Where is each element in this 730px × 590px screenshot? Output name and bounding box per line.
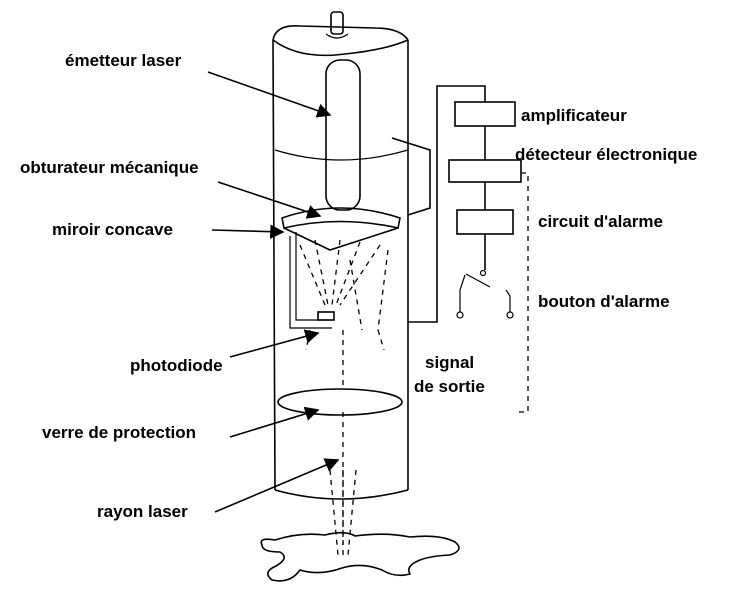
label-photodiode: photodiode xyxy=(130,356,223,375)
label-detector: détecteur électronique xyxy=(515,145,698,164)
label-glass: verre de protection xyxy=(42,423,196,442)
photodiode-element xyxy=(317,311,335,321)
target-surface xyxy=(260,531,460,582)
label-alarm-circuit: circuit d'alarme xyxy=(538,212,663,231)
laser-emitter-tube xyxy=(325,59,361,211)
protective-glass xyxy=(277,388,403,416)
label-signal-line1: signal xyxy=(425,353,475,372)
mirror-assembly xyxy=(281,207,401,329)
side-box xyxy=(391,137,431,216)
label-beam: rayon laser xyxy=(97,502,188,521)
top-knob xyxy=(325,11,349,39)
label-signal-line2: de sortie xyxy=(414,377,485,396)
label-emitter: émetteur laser xyxy=(65,51,182,70)
label-alarm-button: bouton d'alarme xyxy=(538,292,670,311)
label-shutter: obturateur mécanique xyxy=(20,158,199,177)
label-mirror: miroir concave xyxy=(52,220,173,239)
label-amplifier: amplificateur xyxy=(521,106,627,125)
cylinder-housing xyxy=(272,24,409,500)
electronics-chain xyxy=(408,85,529,413)
leader-lines xyxy=(207,71,340,513)
output-beam xyxy=(329,469,357,560)
